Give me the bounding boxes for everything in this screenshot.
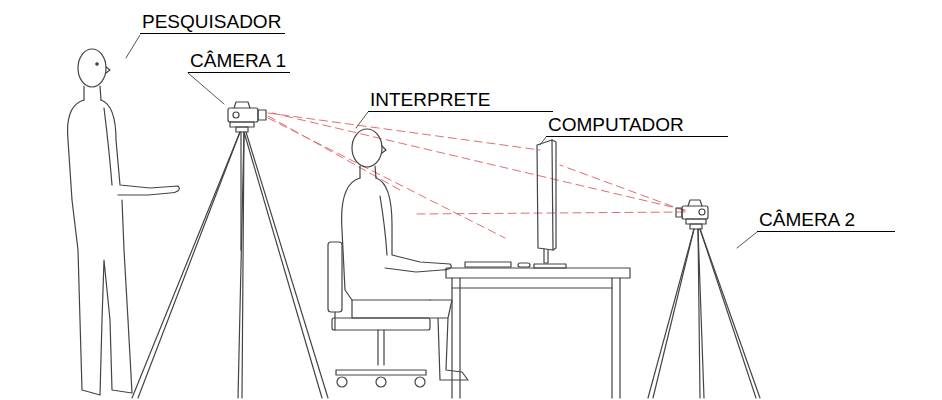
researcher-figure xyxy=(68,49,180,395)
part-label: INTERPRETE xyxy=(368,90,553,112)
part-label: CÂMERA 2 xyxy=(757,210,895,232)
part-label: COMPUTADOR xyxy=(546,115,728,137)
part-label: PESQUISADOR xyxy=(140,12,285,34)
camera-2-tripod xyxy=(648,200,760,398)
leader-lines xyxy=(126,35,757,248)
interpreter-figure xyxy=(342,129,468,380)
part-label: CÂMERA 1 xyxy=(188,51,290,73)
desk xyxy=(446,262,630,398)
camera-1-tripod xyxy=(132,102,328,398)
chair xyxy=(328,242,430,387)
computer-monitor xyxy=(534,140,566,268)
